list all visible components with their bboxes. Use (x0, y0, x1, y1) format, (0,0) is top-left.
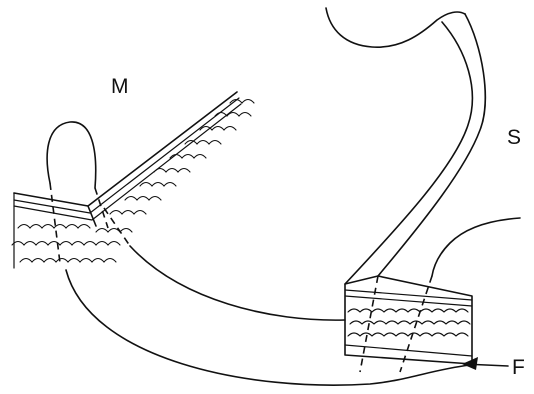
label-m: M (111, 75, 129, 98)
flap-block-fat-scallops (348, 309, 470, 336)
organ-s-left-wall (345, 22, 472, 284)
organ-s-top-edge (326, 8, 465, 47)
f-arrow-head (462, 357, 478, 370)
label-f: F (512, 356, 525, 379)
loop-arc (47, 122, 96, 188)
flap-dashed-right (400, 276, 432, 372)
flap-block-layer-2 (345, 296, 472, 306)
organ-s-right-wall (378, 14, 485, 276)
loop-dashed-left (50, 183, 60, 263)
organ-s-lower-curve (432, 218, 520, 276)
lower-connecting-curve (66, 270, 470, 385)
mesentery-layer-2 (14, 104, 241, 220)
label-s: S (507, 126, 521, 149)
mesentery-fat-scallops (12, 100, 254, 263)
middle-connecting-curve (130, 246, 345, 320)
